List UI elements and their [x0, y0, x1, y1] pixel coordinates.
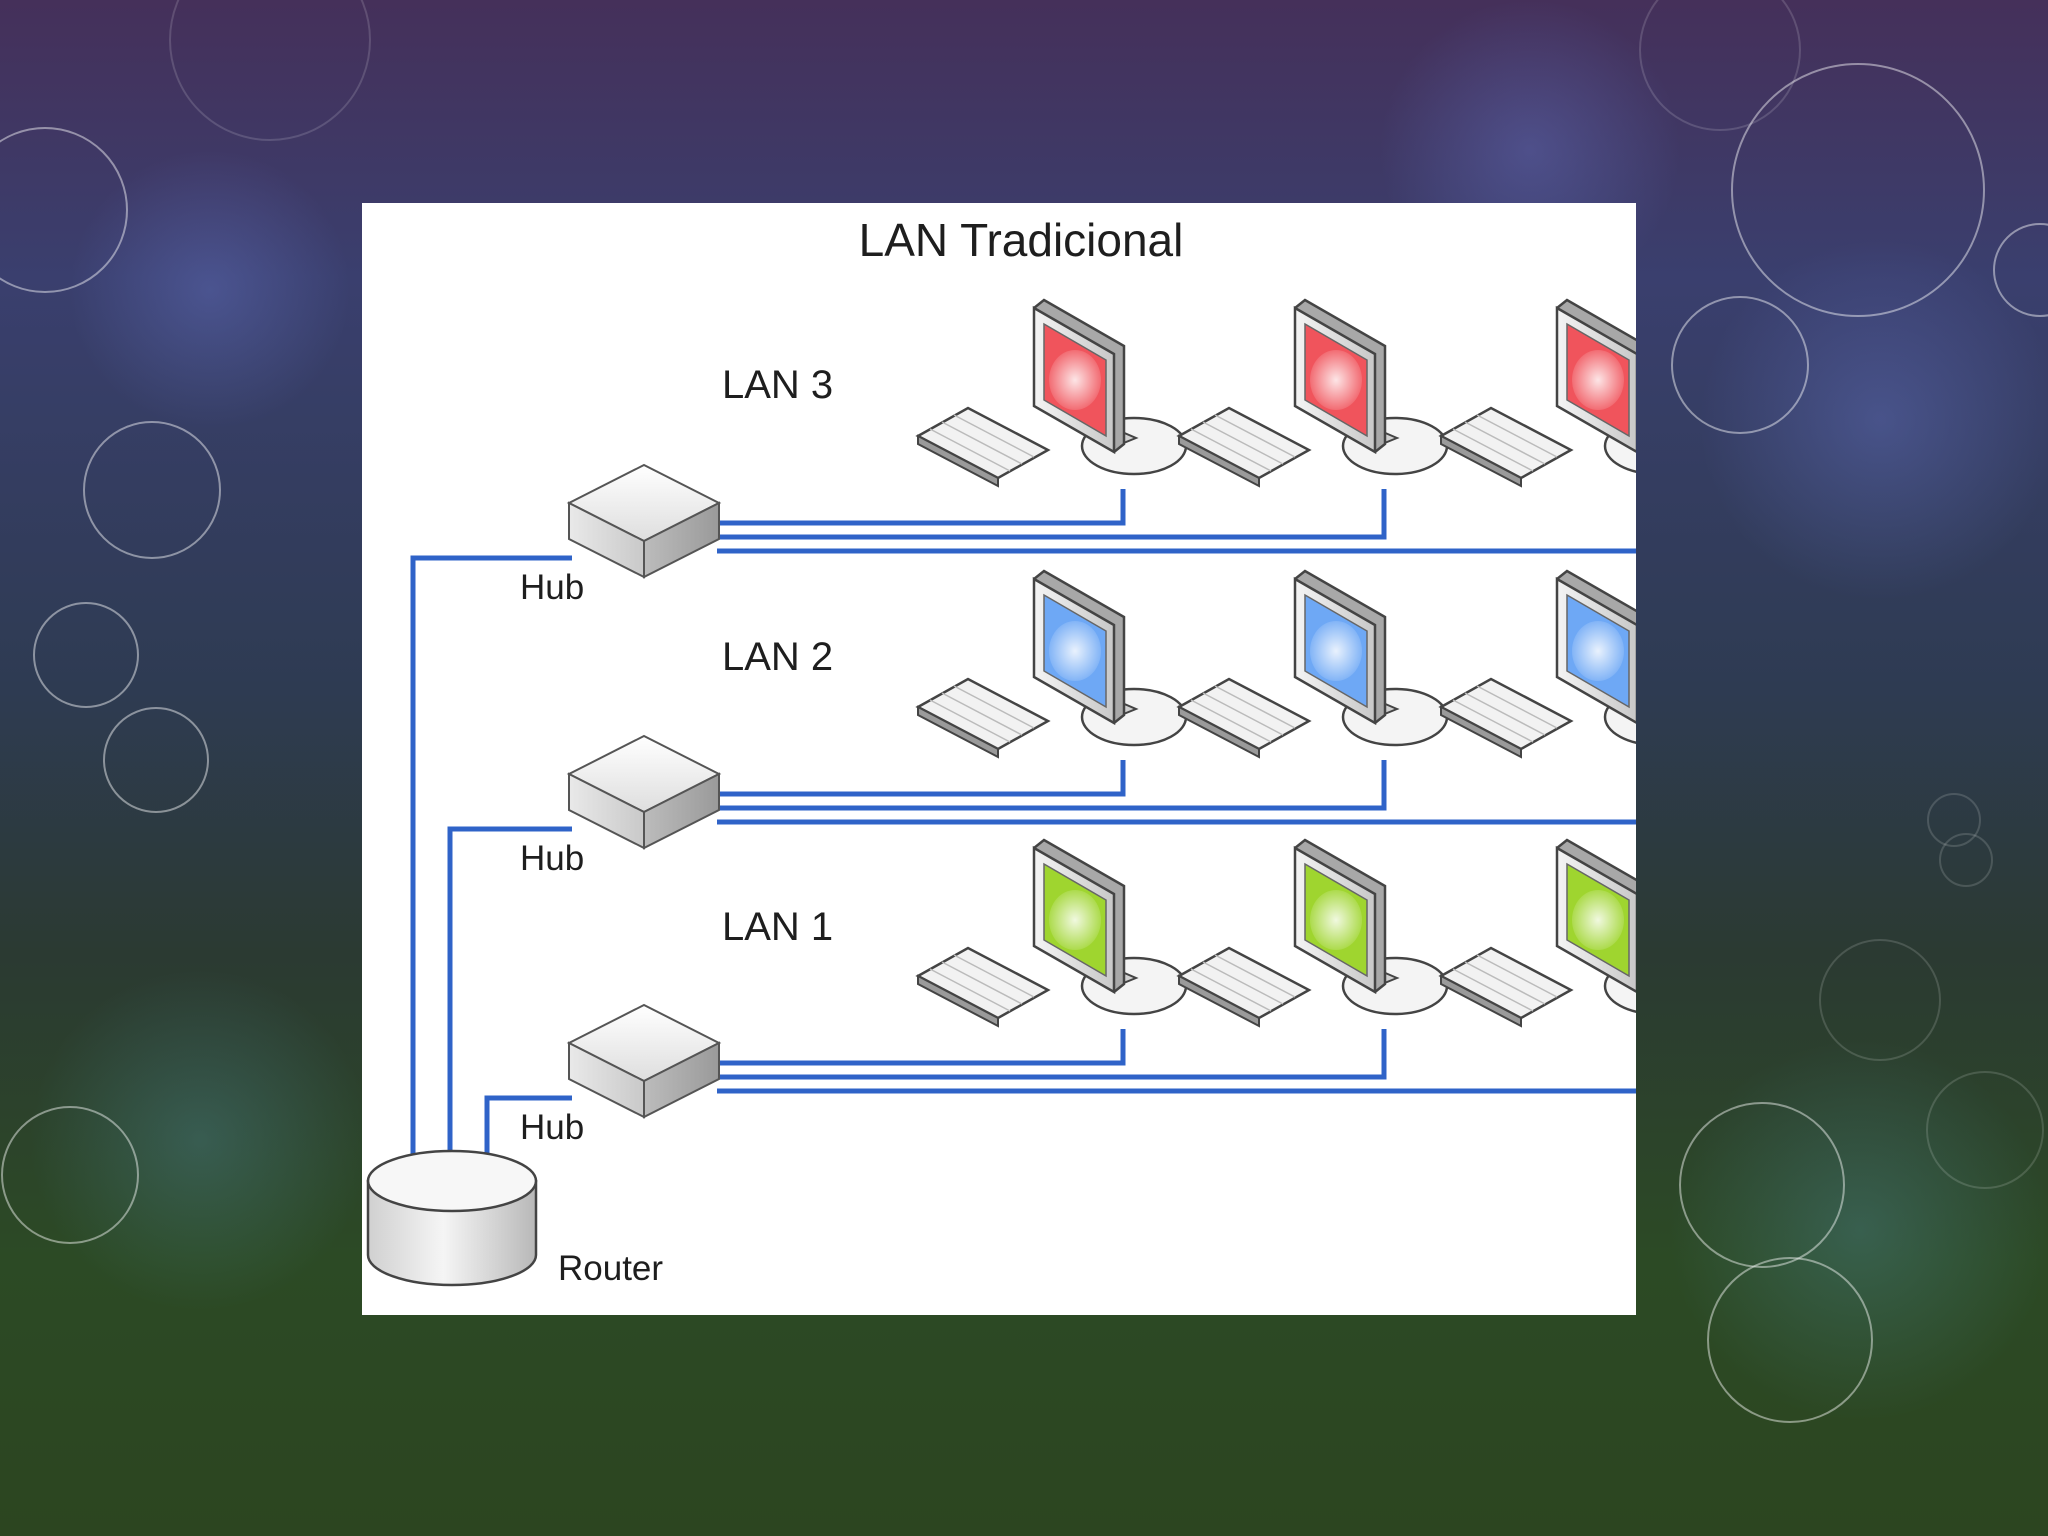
bokeh-ring [103, 707, 209, 813]
bokeh-ring [1671, 296, 1809, 434]
computer-monitor-icon [1555, 838, 1636, 1013]
hub-icon [566, 1003, 722, 1119]
bokeh-ring [1679, 1102, 1845, 1268]
bokeh-ring [169, 0, 371, 141]
computer-monitor-icon [1293, 569, 1449, 747]
cables [410, 489, 1636, 1163]
bokeh-ring [1993, 223, 2048, 317]
bokeh-ring [1731, 63, 1985, 317]
pc-cable [717, 489, 1387, 540]
pc-cable [717, 1029, 1387, 1080]
computer-monitor-icon [1032, 569, 1188, 747]
pc-cable [717, 1088, 1636, 1094]
bokeh-ring [33, 602, 139, 708]
router-label: Router [558, 1249, 664, 1288]
pc-cable [717, 819, 1636, 825]
router-icon [366, 1149, 538, 1287]
computer-monitor-icon [1032, 838, 1188, 1016]
keyboard-icon [1438, 677, 1574, 759]
lan-label-2: LAN 2 [722, 635, 834, 679]
bokeh-ring [1819, 939, 1941, 1061]
computer-monitor-icon [1555, 569, 1636, 744]
keyboard-icon [1176, 946, 1312, 1028]
bokeh-ring [1939, 833, 1993, 887]
bokeh-ring [1, 1106, 139, 1244]
hub-icon [566, 463, 722, 579]
bokeh-ring [1926, 1071, 2044, 1189]
computer-monitor-icon [1032, 298, 1188, 476]
hub-label-lan1: Hub [520, 1108, 585, 1147]
pc-cable [717, 760, 1387, 811]
router-cable [447, 826, 572, 1163]
diagram-title: LAN Tradicional [858, 214, 1184, 266]
bokeh-ring [0, 127, 128, 293]
computer-monitor-icon [1293, 298, 1449, 476]
pc-cable [717, 489, 1126, 526]
keyboard-icon [915, 406, 1051, 488]
keyboard-icon [1176, 677, 1312, 759]
router-cable [484, 1095, 572, 1163]
hub-icon [566, 734, 722, 850]
bokeh-ring [83, 421, 221, 559]
pc-cable [717, 760, 1126, 797]
keyboard-icon [915, 946, 1051, 1028]
bokeh-blob [30, 970, 370, 1310]
lan-label-3: LAN 3 [722, 363, 834, 407]
bokeh-blob [70, 150, 350, 430]
bokeh-blob [1670, 1040, 2048, 1420]
pc-cable [717, 1029, 1126, 1066]
bokeh-ring [1707, 1257, 1873, 1423]
computer-monitor-icon [1293, 838, 1449, 1016]
pc-cable [717, 548, 1636, 554]
router-cable [410, 555, 572, 1163]
diagram-graphics [366, 298, 1636, 1287]
bokeh-blob [1700, 240, 2048, 600]
network-diagram: LAN Tradicional LAN 3 LAN 2 LAN 1 Hub Hu… [362, 203, 1636, 1315]
bokeh-ring [1639, 0, 1801, 131]
hub-label-lan3: Hub [520, 568, 585, 607]
lan-label-1: LAN 1 [722, 905, 834, 949]
keyboard-icon [1176, 406, 1312, 488]
bokeh-ring [1927, 793, 1981, 847]
keyboard-icon [915, 677, 1051, 759]
hub-label-lan2: Hub [520, 839, 585, 878]
devices [366, 298, 1636, 1287]
computer-monitor-icon [1555, 298, 1636, 473]
keyboard-icon [1438, 406, 1574, 488]
keyboard-icon [1438, 946, 1574, 1028]
